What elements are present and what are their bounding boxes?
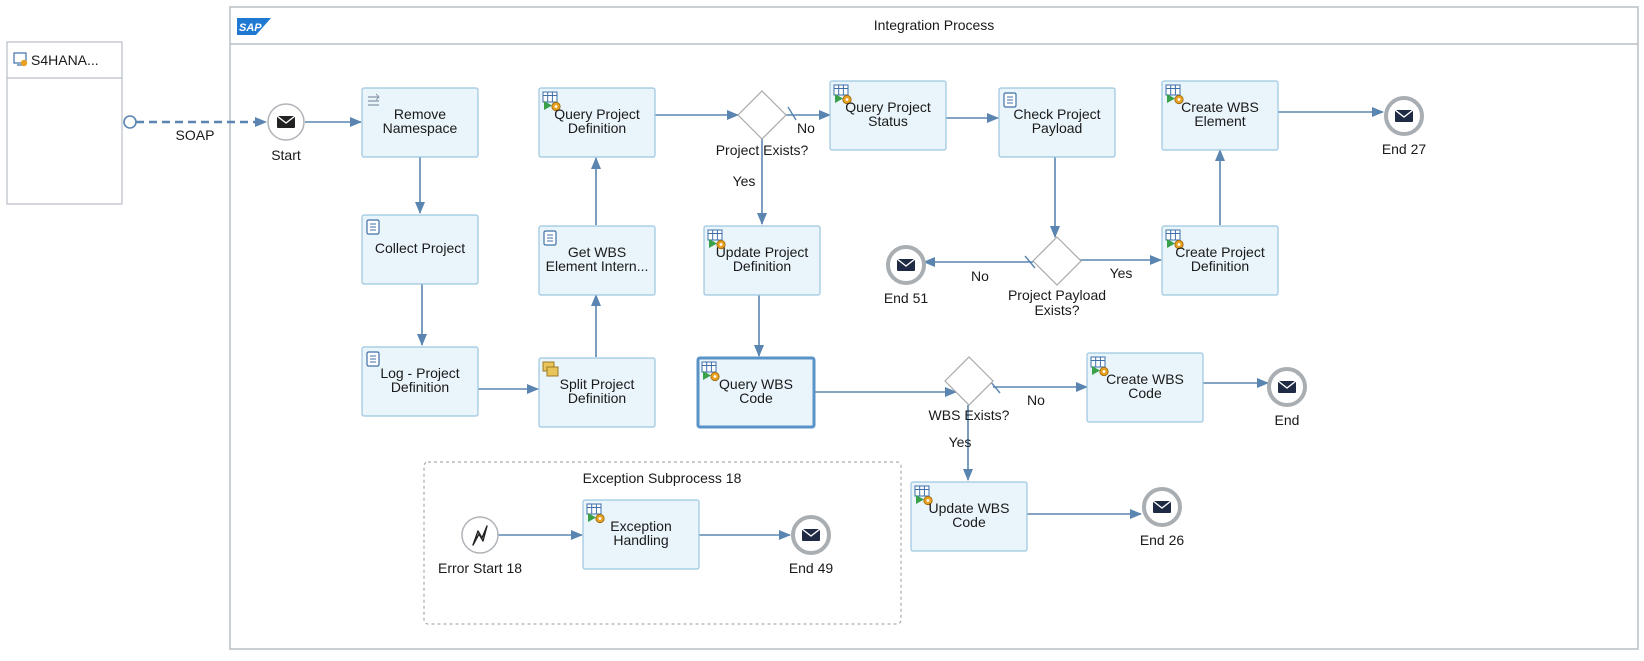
end-event-26[interactable]: End 26 [1140, 487, 1185, 548]
sap-logo: SAP [237, 18, 271, 35]
end49-label: End 49 [789, 560, 834, 576]
envelope-icon [276, 115, 296, 129]
end-event-49[interactable]: End 49 [789, 515, 834, 576]
exception-subprocess[interactable]: Exception Subprocess 18 [423, 461, 902, 625]
envelope-icon [801, 528, 821, 542]
script-icon [543, 230, 557, 246]
flow-label-no: No [797, 120, 815, 136]
envelope-icon [896, 258, 916, 272]
flow-label-yes: Yes [733, 173, 756, 189]
end26-label: End 26 [1140, 532, 1185, 548]
task-label: Collect Project [375, 240, 465, 256]
process-title: Integration Process [874, 17, 995, 33]
end-event-51[interactable]: End 51 [884, 245, 929, 306]
start-event[interactable]: Start [267, 103, 305, 163]
end-event[interactable]: End [1267, 367, 1307, 428]
error-start-label: Error Start 18 [438, 560, 522, 576]
script-icon [366, 351, 380, 367]
gateway-label: WBS Exists? [929, 407, 1010, 423]
gateway-label: Project Exists? [716, 142, 809, 158]
sender-participant[interactable]: S4HANA... [6, 41, 123, 205]
flow-label-yes: Yes [1110, 265, 1133, 281]
script-icon [1003, 92, 1017, 108]
gateway-project-exists[interactable]: Project Exists? [716, 90, 809, 158]
end27-label: End 27 [1382, 141, 1427, 157]
start-label: Start [271, 147, 301, 163]
gateway-wbs-exists[interactable]: WBS Exists? [929, 356, 1010, 423]
end-event-27[interactable]: End 27 [1382, 96, 1427, 157]
soap-connection[interactable]: SOAP [123, 115, 267, 143]
end-label: End [1275, 412, 1300, 428]
error-start-event[interactable]: Error Start 18 [438, 516, 522, 576]
flow-label-no: No [971, 268, 989, 284]
sender-name: S4HANA... [31, 52, 99, 68]
sender-system-icon [13, 52, 28, 67]
envelope-icon [1394, 109, 1414, 123]
envelope-icon [1152, 500, 1172, 514]
script-icon [366, 219, 380, 235]
soap-label: SOAP [176, 127, 215, 143]
svg-text:SAP: SAP [239, 22, 262, 34]
sequence-flows [305, 106, 1384, 540]
flow-label-yes: Yes [949, 434, 972, 450]
envelope-icon [1277, 380, 1297, 394]
lightning-icon [472, 525, 488, 546]
flow-label-no: No [1027, 392, 1045, 408]
subprocess-title: Exception Subprocess 18 [583, 470, 742, 486]
task-collect-project[interactable]: Collect Project [361, 214, 479, 285]
end51-label: End 51 [884, 290, 929, 306]
